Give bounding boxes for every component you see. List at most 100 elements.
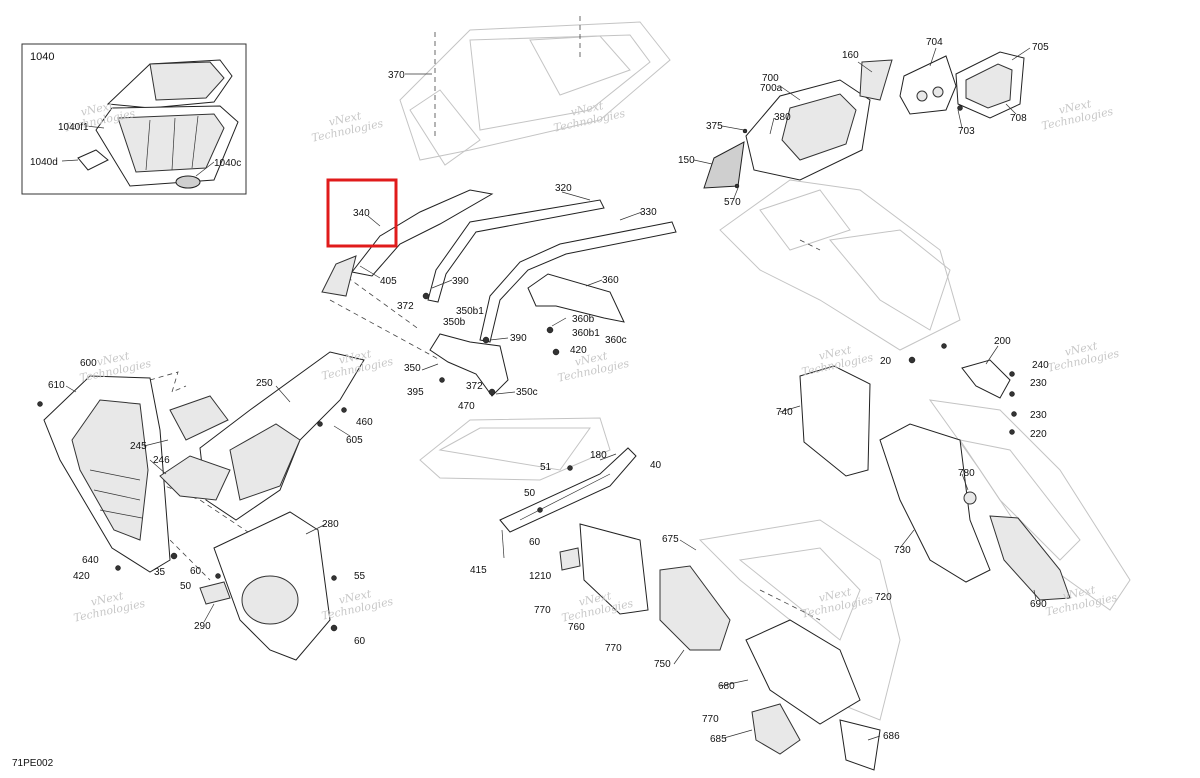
inset-label: 1040d <box>30 157 58 168</box>
part-callout: 720 <box>875 592 892 603</box>
part-callout: 390 <box>452 276 469 287</box>
part-callout: 51 <box>540 462 552 473</box>
part-730 <box>879 423 991 583</box>
part-330 <box>479 221 677 343</box>
part-callout: 372 <box>466 381 483 392</box>
highlight-box <box>326 178 398 248</box>
bin-inner <box>117 113 225 173</box>
part-callout: 230 <box>1030 378 1047 389</box>
part-callout: 350b <box>443 317 466 328</box>
part-callout: 780 <box>958 468 975 479</box>
part-750 <box>659 565 731 651</box>
part-704 <box>899 55 957 115</box>
part-callout: 380 <box>774 112 791 123</box>
part-740 <box>799 365 871 477</box>
part-callout: 685 <box>710 734 727 745</box>
part-callout: 360b1 <box>572 328 600 339</box>
console <box>159 351 365 521</box>
part-690 <box>989 515 1071 601</box>
part-callout: 372 <box>397 301 414 312</box>
part-callout: 703 <box>958 126 975 137</box>
part-callout: 760 <box>568 622 585 633</box>
inset-label: 1040f1 <box>58 122 89 133</box>
part-callout: 470 <box>458 401 475 412</box>
inset-labels: 1040f1 1040d 1040c <box>30 122 241 169</box>
part-callout: 50 <box>524 488 536 499</box>
part-callout: 50 <box>180 581 192 592</box>
part-680 <box>745 619 861 725</box>
dash-cluster <box>703 51 1025 189</box>
part-callout: 420 <box>73 571 90 582</box>
part-callout: 40 <box>650 460 662 471</box>
bin-lid-top <box>149 61 225 101</box>
part-callout: 415 <box>470 565 487 576</box>
part-callout: 280 <box>322 519 339 530</box>
part-callout: 680 <box>718 681 735 692</box>
part-callout: 60 <box>354 636 366 647</box>
part-160 <box>859 59 893 101</box>
part-callout: 770 <box>534 605 551 616</box>
part-405 <box>321 255 357 297</box>
part-callout: 200 <box>994 336 1011 347</box>
part-callout: 350 <box>404 363 421 374</box>
part-labels: 370 160 704 705 700 700a 375 380 703 708… <box>48 37 1049 745</box>
part-360 <box>527 273 625 323</box>
part-callout: 690 <box>1030 599 1047 610</box>
part-callout: 730 <box>894 545 911 556</box>
part-callout: 245 <box>130 441 147 452</box>
part-callout: 705 <box>1032 42 1049 53</box>
part-callout: 160 <box>842 50 859 61</box>
part-callout: 390 <box>510 333 527 344</box>
part-callout: 420 <box>570 345 587 356</box>
part-callout: 1210 <box>529 571 552 582</box>
part-callout: 640 <box>82 555 99 566</box>
part-callout: 600 <box>80 358 97 369</box>
part-callout: 375 <box>706 121 723 132</box>
part-callout: 330 <box>640 207 657 218</box>
part-callout: 180 <box>590 450 607 461</box>
leader-lines <box>65 47 1037 741</box>
part-200 <box>961 359 1011 399</box>
part-245 <box>169 395 229 441</box>
part-callout: 220 <box>1030 429 1047 440</box>
part-callout: 740 <box>776 407 793 418</box>
part-callout: 360 <box>602 275 619 286</box>
part-callout: 370 <box>388 70 405 81</box>
left-panel <box>37 375 178 573</box>
ghost-context <box>399 21 1131 721</box>
part-callout: 460 <box>356 417 373 428</box>
part-callout: 60 <box>190 566 202 577</box>
inset-1040: 1040 <box>21 43 247 195</box>
part-callout: 360b <box>572 314 595 325</box>
lower-panels <box>559 523 881 771</box>
part-callout: 770 <box>605 643 622 654</box>
part-callout: 350c <box>516 387 538 398</box>
figure-code: 71PE002 <box>12 758 54 769</box>
floor-panel <box>199 511 338 661</box>
part-callout: 700 <box>762 73 779 84</box>
part-686 <box>839 719 881 771</box>
part-685 <box>751 703 801 755</box>
part-callout: 350b1 <box>456 306 484 317</box>
part-780 <box>963 491 977 505</box>
part-320 <box>427 199 605 303</box>
part-callout: 610 <box>48 380 65 391</box>
part-callout: 150 <box>678 155 695 166</box>
bin-knob <box>175 175 201 189</box>
part-callout: 700a <box>760 83 783 94</box>
inset-title: 1040 <box>30 51 54 63</box>
part-350 <box>429 333 509 397</box>
part-1210 <box>559 547 581 571</box>
bin-latch <box>77 149 109 171</box>
part-callout: 290 <box>194 621 211 632</box>
part-callout: 60 <box>529 537 541 548</box>
part-760 <box>579 523 649 615</box>
right-panels <box>799 343 1071 601</box>
part-callout: 240 <box>1032 360 1049 371</box>
part-callout: 230 <box>1030 410 1047 421</box>
part-callout: 770 <box>702 714 719 725</box>
part-150 <box>703 141 745 189</box>
part-290 <box>199 581 231 605</box>
centre-brackets <box>422 273 625 397</box>
